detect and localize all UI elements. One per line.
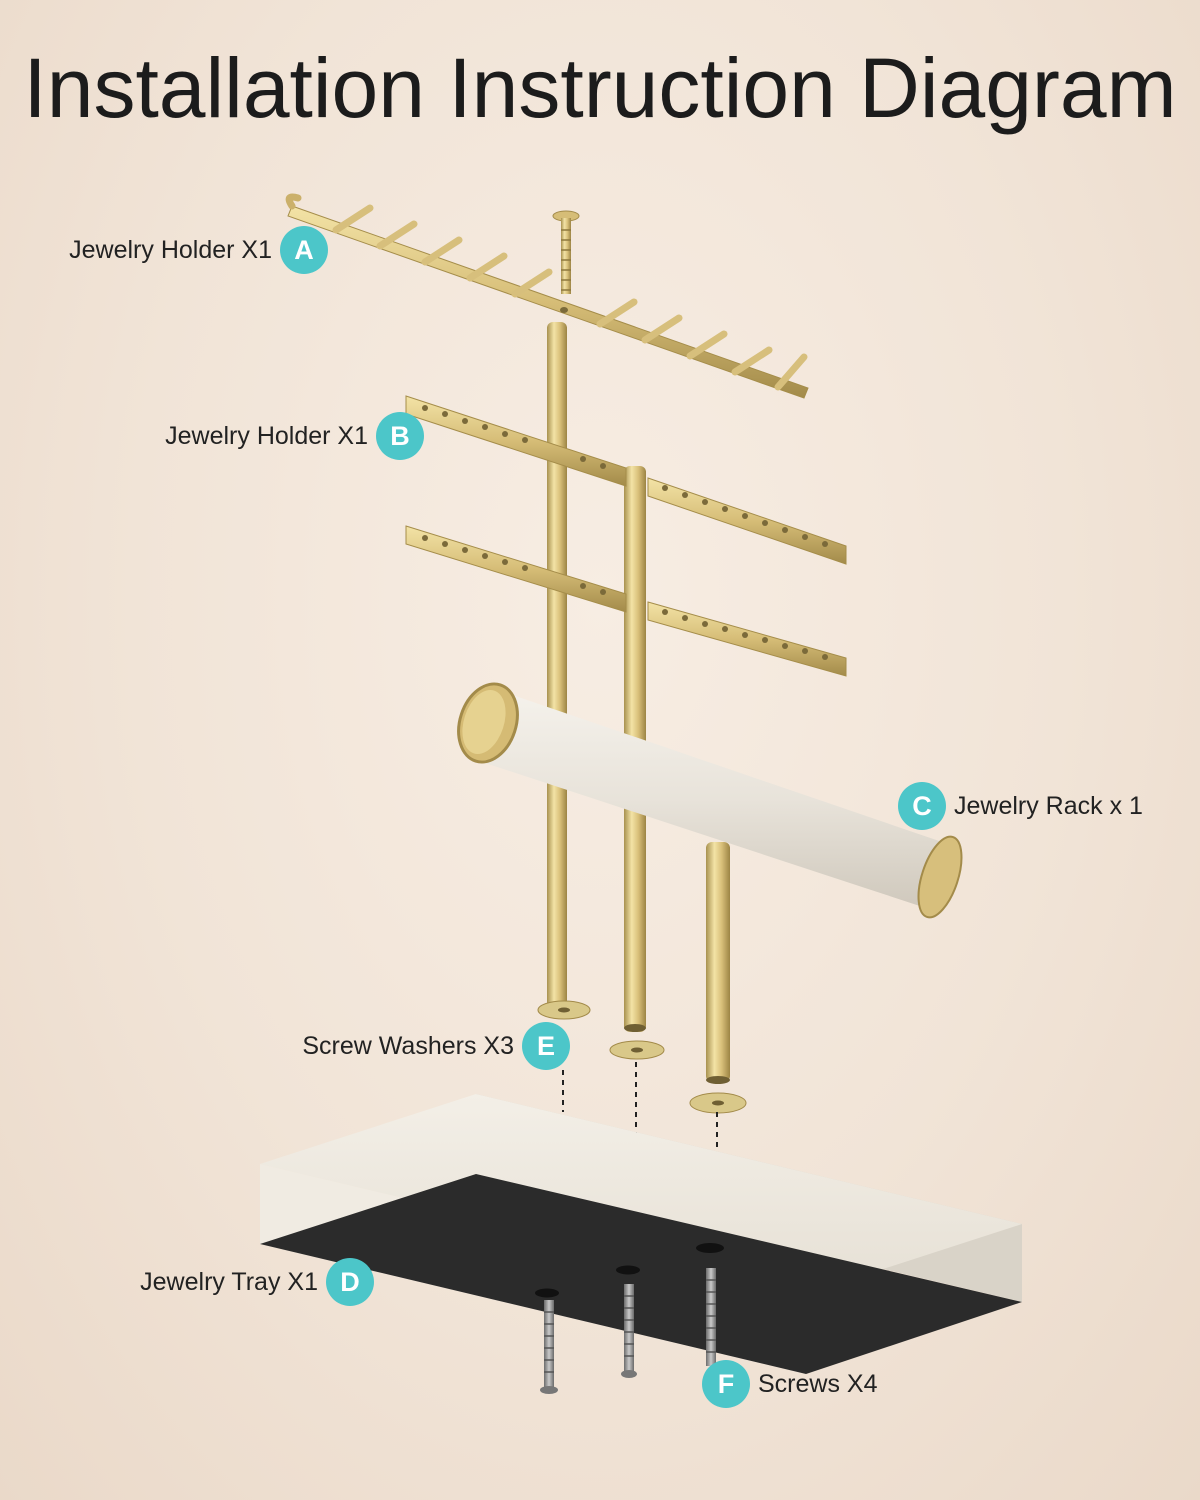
callout-c-badge: C — [898, 782, 946, 830]
callout-d-badge: D — [326, 1258, 374, 1306]
screws-illustration — [540, 1268, 716, 1394]
callout-b-badge: B — [376, 412, 424, 460]
callout-a: Jewelry Holder X1 A — [69, 226, 328, 274]
callout-e-label: Screw Washers X3 — [302, 1031, 514, 1060]
assembly-guide-lines — [562, 1062, 718, 1154]
callout-d: Jewelry Tray X1 D — [140, 1258, 374, 1306]
callout-a-badge: A — [280, 226, 328, 274]
screw-washers-illustration — [537, 1000, 747, 1114]
diagram-title: Installation Instruction Diagram — [23, 41, 1177, 135]
callout-c: C Jewelry Rack x 1 — [898, 782, 1143, 830]
jewelry-tray-d-illustration — [260, 1094, 1022, 1374]
callout-f-badge: F — [702, 1360, 750, 1408]
top-screw-illustration — [552, 210, 580, 294]
callout-e-badge: E — [522, 1022, 570, 1070]
callout-c-label: Jewelry Rack x 1 — [954, 791, 1143, 820]
callout-f-label: Screws X4 — [758, 1369, 878, 1398]
jewelry-holder-a-illustration — [285, 193, 809, 399]
callout-a-label: Jewelry Holder X1 — [69, 235, 272, 264]
gold-posts-illustration — [547, 322, 730, 1084]
jewelry-rack-c-illustration — [457, 682, 963, 919]
jewelry-holder-b-illustration — [405, 395, 847, 677]
callout-e: Screw Washers X3 E — [302, 1022, 570, 1070]
callout-d-label: Jewelry Tray X1 — [140, 1267, 318, 1296]
callout-b: Jewelry Holder X1 B — [165, 412, 424, 460]
callout-b-label: Jewelry Holder X1 — [165, 421, 368, 450]
callout-f: F Screws X4 — [702, 1360, 877, 1408]
